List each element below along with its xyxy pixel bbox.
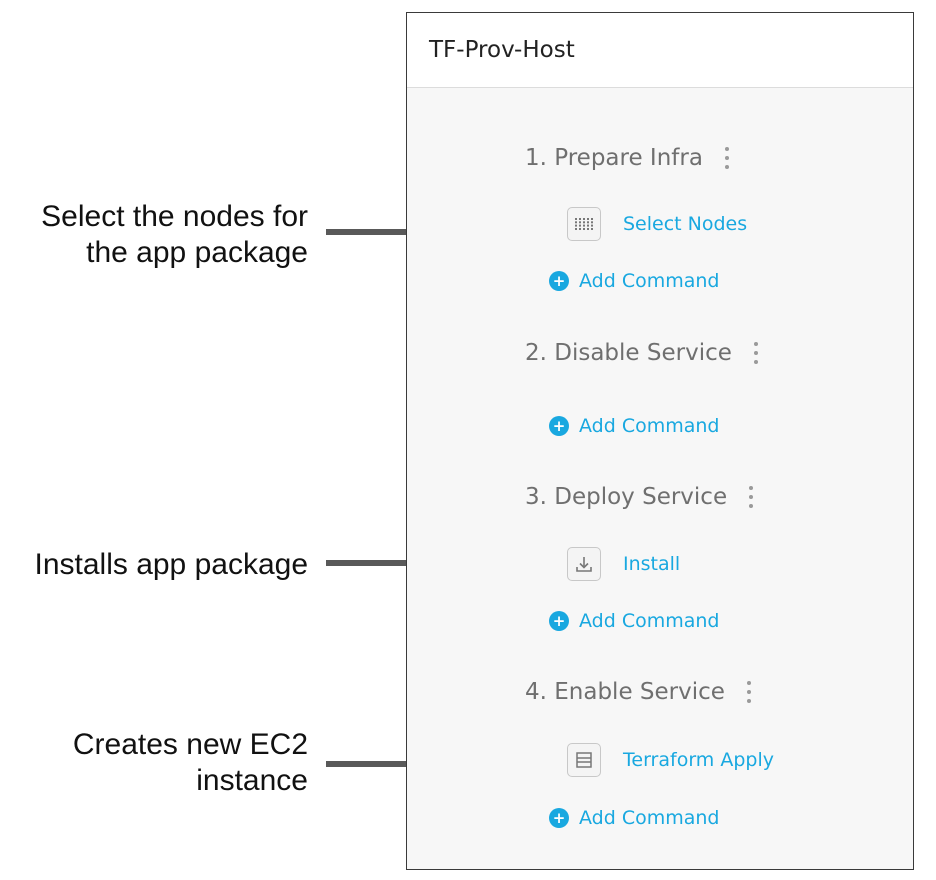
annotation-line: the app package [86, 236, 308, 269]
annotation-terraform: Creates new EC2 instance [73, 727, 308, 799]
annotation-line: Select the nodes for [41, 200, 308, 233]
add-command-button[interactable]: + Add Command [549, 807, 719, 829]
phase-enable-service: 4. Enable Service [525, 679, 751, 705]
step-select-nodes[interactable]: Select Nodes [567, 207, 747, 241]
phase-deploy-service: 3. Deploy Service [525, 484, 754, 510]
add-command-label: Add Command [579, 415, 720, 437]
phase-prepare-infra: 1. Prepare Infra [525, 145, 729, 171]
add-command-button[interactable]: + Add Command [549, 270, 719, 292]
phase-title: 4. Enable Service [525, 679, 725, 705]
grid-icon [567, 207, 601, 241]
phase-title: 1. Prepare Infra [525, 145, 703, 171]
kebab-menu-icon[interactable] [753, 342, 758, 364]
step-label[interactable]: Select Nodes [623, 213, 748, 235]
annotation-select-nodes: Select the nodes for the app package [41, 199, 308, 271]
step-install[interactable]: Install [567, 547, 680, 581]
plus-circle-icon: + [549, 611, 569, 631]
plus-circle-icon: + [549, 808, 569, 828]
add-command-button[interactable]: + Add Command [549, 415, 719, 437]
workflow-panel: TF-Prov-Host 1. Prepare Infra Select Nod… [406, 12, 914, 870]
add-command-label: Add Command [579, 270, 720, 292]
plus-circle-icon: + [549, 416, 569, 436]
plus-circle-icon: + [549, 271, 569, 291]
kebab-menu-icon[interactable] [724, 147, 729, 169]
kebab-menu-icon[interactable] [749, 486, 754, 508]
kebab-menu-icon[interactable] [746, 681, 751, 703]
panel-title: TF-Prov-Host [429, 37, 575, 63]
add-command-label: Add Command [579, 610, 720, 632]
step-label[interactable]: Terraform Apply [623, 749, 774, 771]
phase-title: 2. Disable Service [525, 340, 732, 366]
annotation-line: instance [196, 764, 308, 797]
phase-disable-service: 2. Disable Service [525, 340, 758, 366]
phase-title: 3. Deploy Service [525, 484, 728, 510]
annotation-line: Installs app package [34, 548, 308, 581]
step-label[interactable]: Install [623, 553, 681, 575]
annotation-install: Installs app package [34, 547, 308, 583]
add-command-button[interactable]: + Add Command [549, 610, 719, 632]
add-command-label: Add Command [579, 807, 720, 829]
step-terraform-apply[interactable]: Terraform Apply [567, 743, 774, 777]
annotation-line: Creates new EC2 [72, 728, 308, 761]
download-icon [567, 547, 601, 581]
list-icon [567, 743, 601, 777]
panel-header: TF-Prov-Host [407, 13, 913, 88]
